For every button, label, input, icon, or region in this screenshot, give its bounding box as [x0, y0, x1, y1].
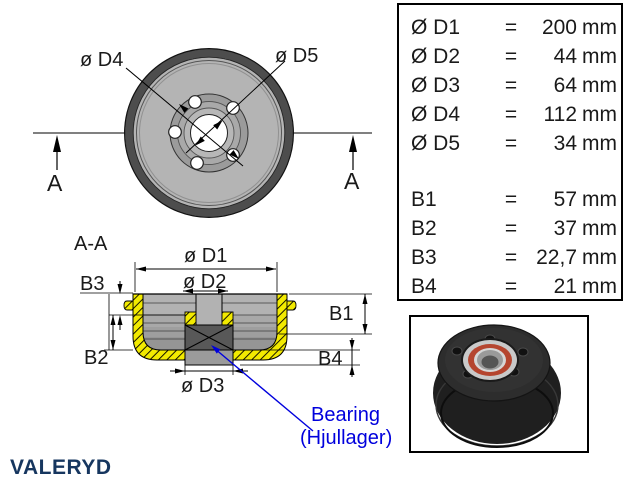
- b2-dim-label: B2: [84, 347, 109, 369]
- b3-dim-label: B3: [80, 273, 105, 295]
- b4-dim-label: B4: [318, 348, 343, 370]
- bolt-hole: [168, 125, 182, 139]
- bearing-callout-line1: Bearing: [311, 404, 380, 426]
- dim-name: Ø D4: [411, 102, 461, 126]
- product-photo: [409, 315, 589, 453]
- flange-tab-left: [123, 300, 134, 311]
- table-row: Ø D2 = 44 mm: [411, 42, 621, 71]
- dim-unit: mm: [582, 131, 617, 155]
- d1-dimension: [134, 262, 278, 292]
- b1-dim-label: B1: [329, 303, 354, 325]
- equals: =: [504, 274, 518, 298]
- dim-name: Ø D1: [411, 15, 461, 39]
- dim-name: Ø D2: [411, 44, 461, 68]
- section-marker-right-label: A: [344, 168, 360, 194]
- hub-neck-left: [184, 311, 197, 326]
- equals: =: [504, 44, 518, 68]
- table-row: Ø D4 = 112 mm: [411, 100, 621, 129]
- d2-dim-label: ø D2: [183, 271, 227, 293]
- table-row: Ø D5 = 34 mm: [411, 129, 621, 158]
- d4-dimension: [125, 67, 244, 167]
- section-arrow-right: [349, 135, 357, 170]
- section-title: A-A: [74, 233, 108, 255]
- dim-value: 34: [553, 131, 577, 155]
- equals: =: [504, 15, 518, 39]
- dim-value: 37: [553, 216, 577, 240]
- table-row: B3 = 22,7 mm: [411, 243, 621, 272]
- equals: =: [504, 187, 518, 211]
- bearing-box: [184, 324, 234, 351]
- dim-value: 21: [553, 274, 577, 298]
- equals: =: [504, 102, 518, 126]
- b1-dimension: [279, 293, 372, 335]
- section-view-drawing: [80, 262, 372, 432]
- bolt-hole: [188, 95, 202, 109]
- d5-dimension: [185, 60, 286, 154]
- dim-name: B1: [411, 187, 437, 211]
- axle-hole: [481, 355, 499, 369]
- table-row: B4 = 21 mm: [411, 272, 621, 301]
- dim-value: 64: [553, 73, 577, 97]
- dim-value: 44: [553, 44, 577, 68]
- hub-neck-right: [221, 311, 234, 326]
- drum-outer-ring: [125, 49, 293, 217]
- table-row: Ø D3 = 64 mm: [411, 71, 621, 100]
- bearing-callout-line2: (Hjullager): [300, 427, 393, 449]
- dim-value: 200: [541, 15, 577, 39]
- dim-value: 57: [553, 187, 577, 211]
- flange-tab-right: [286, 300, 297, 311]
- brake-drum-photo-drawing: [433, 324, 561, 448]
- section-marker-left-label: A: [47, 170, 63, 196]
- brand-logo: VALERYD: [10, 456, 112, 479]
- d2-dimension: [183, 288, 228, 294]
- dim-unit: mm: [582, 44, 617, 68]
- photo-bearing-hub: [461, 338, 519, 382]
- bolt-hole: [226, 101, 240, 115]
- b3-dimension: [80, 281, 185, 330]
- section-arrow-left: [53, 135, 61, 170]
- dim-unit: mm: [582, 274, 617, 298]
- d3-dimension: [170, 365, 248, 375]
- dim-value: 112: [543, 102, 577, 126]
- dim-unit: mm: [582, 102, 617, 126]
- dim-value: 22,7: [536, 245, 577, 269]
- dimensions-table: Ø D1 = 200 mm Ø D2 = 44 mm Ø D3 = 64 mm …: [397, 3, 623, 301]
- dim-name: B3: [411, 245, 437, 269]
- equals: =: [504, 131, 518, 155]
- equals: =: [504, 73, 518, 97]
- hub-bore: [196, 294, 222, 325]
- dim-unit: mm: [582, 15, 617, 39]
- front-view-drawing: [33, 47, 372, 219]
- dim-name: B2: [411, 216, 437, 240]
- table-row: B1 = 57 mm: [411, 185, 621, 214]
- d1-dim-label: ø D1: [184, 245, 228, 267]
- dim-name: Ø D5: [411, 131, 461, 155]
- table-row: B2 = 37 mm: [411, 214, 621, 243]
- b2-dimension: [104, 294, 133, 351]
- d5-label: ø D5: [275, 45, 319, 67]
- dim-name: B4: [411, 274, 437, 298]
- d3-dim-label: ø D3: [181, 375, 225, 397]
- table-row: Ø D1 = 200 mm: [411, 13, 621, 42]
- d4-label: ø D4: [80, 49, 124, 71]
- equals: =: [504, 216, 518, 240]
- dim-unit: mm: [582, 245, 617, 269]
- bearing-callout-leader: [211, 345, 314, 432]
- dim-unit: mm: [582, 73, 617, 97]
- equals: =: [504, 245, 518, 269]
- dim-unit: mm: [582, 216, 617, 240]
- b4-dimension: [240, 338, 360, 377]
- bolt-hole: [190, 156, 204, 170]
- dim-name: Ø D3: [411, 73, 461, 97]
- dim-unit: mm: [582, 187, 617, 211]
